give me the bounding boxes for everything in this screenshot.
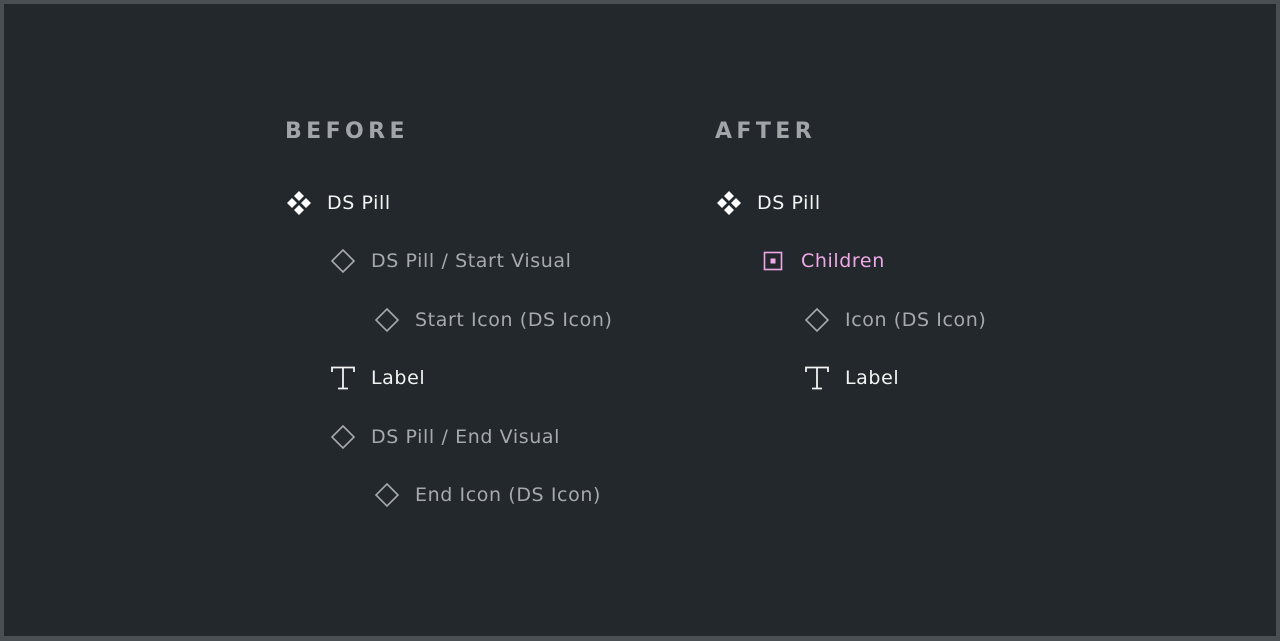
- instance-icon: [329, 247, 357, 275]
- after-item-ds-pill: DS Pill: [715, 189, 821, 217]
- instance-icon: [373, 306, 401, 334]
- before-item-end-icon: End Icon (DS Icon): [373, 481, 601, 509]
- layer-label: DS Pill: [757, 192, 821, 214]
- before-item-ds-pill: DS Pill: [285, 189, 391, 217]
- layer-label: DS Pill / Start Visual: [371, 250, 572, 272]
- before-item-start-icon: Start Icon (DS Icon): [373, 306, 612, 334]
- before-item-end-visual: DS Pill / End Visual: [329, 423, 560, 451]
- after-item-label: Label: [803, 364, 899, 392]
- layer-label: DS Pill / End Visual: [371, 426, 560, 448]
- layer-label: Children: [801, 250, 885, 272]
- before-heading: BEFORE: [285, 119, 409, 144]
- layer-label: DS Pill: [327, 192, 391, 214]
- component-icon: [285, 189, 313, 217]
- after-heading: AFTER: [715, 119, 817, 144]
- before-item-start-visual: DS Pill / Start Visual: [329, 247, 571, 275]
- layer-label: Icon (DS Icon): [845, 309, 987, 331]
- text-icon: [329, 364, 357, 392]
- after-item-icon: Icon (DS Icon): [803, 306, 986, 334]
- slot-icon: [759, 247, 787, 275]
- instance-icon: [329, 423, 357, 451]
- component-icon: [715, 189, 743, 217]
- layer-label: Start Icon (DS Icon): [415, 309, 613, 331]
- instance-icon: [803, 306, 831, 334]
- diagram-canvas: [4, 4, 1276, 636]
- after-item-children: Children: [759, 247, 885, 275]
- before-item-label: Label: [329, 364, 425, 392]
- text-icon: [803, 364, 831, 392]
- layer-label: Label: [845, 367, 900, 389]
- layer-label: End Icon (DS Icon): [415, 484, 601, 506]
- layer-label: Label: [371, 367, 426, 389]
- instance-icon: [373, 481, 401, 509]
